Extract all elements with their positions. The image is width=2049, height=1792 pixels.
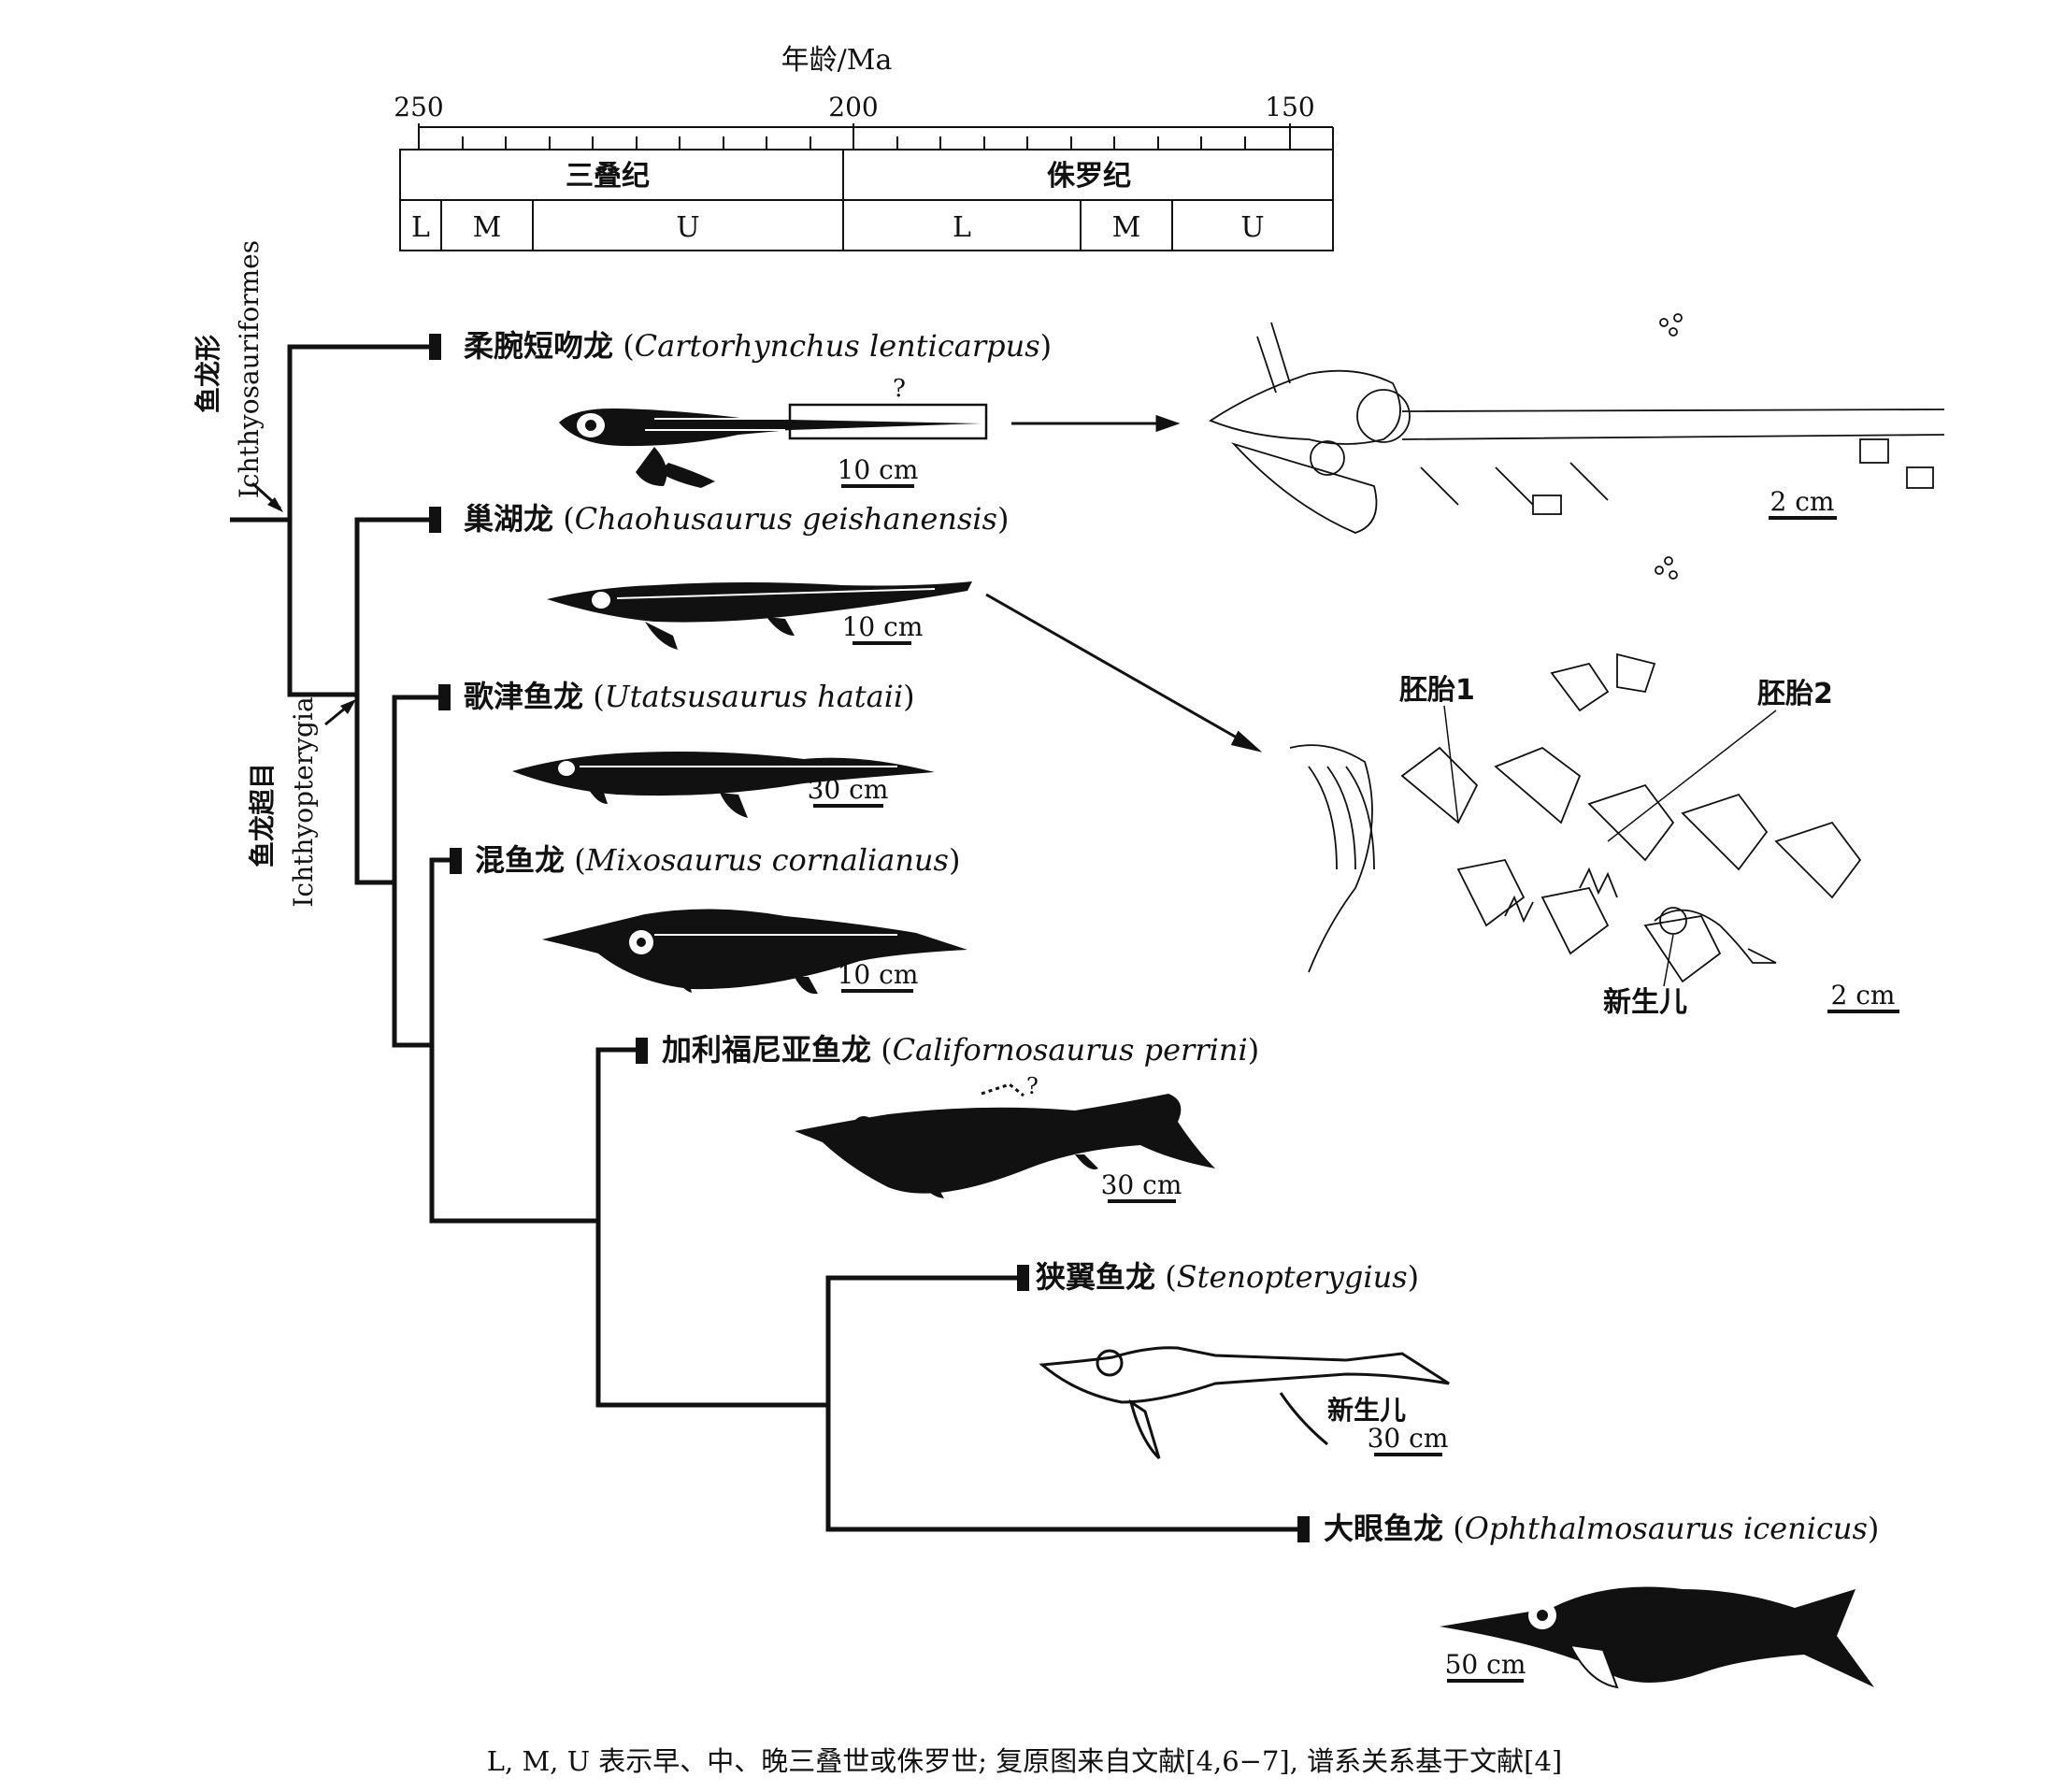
clade-label-ichthyopterygia: 鱼龙超目 Ichthyopterygia — [247, 696, 356, 908]
cladogram-branches — [230, 344, 1299, 1532]
taxon-cn: 加利福尼亚鱼龙 — [662, 1032, 871, 1068]
question-mark: ? — [893, 375, 906, 403]
taxon-cn: 歌津鱼龙 — [464, 679, 583, 714]
svg-text:混鱼龙 (Mixosaurus cornalianus): 混鱼龙 (Mixosaurus cornalianus) — [475, 842, 960, 878]
utatsusaurus-reconstruction: 30 cm — [512, 752, 935, 818]
epoch-triassic-middle: M — [473, 211, 502, 244]
scale-label: 10 cm — [842, 611, 924, 642]
mixosaurus-reconstruction: 10 cm — [542, 909, 967, 995]
cartorhynchus-fossil-inset — [1209, 313, 1945, 580]
uncertain-tail-box — [788, 403, 988, 440]
taxon-cn: 柔腕短吻龙 — [464, 328, 613, 364]
taxon-label-stenopterygius: 狭翼鱼龙 (Stenopterygius) — [1036, 1259, 1419, 1295]
tick-label-150: 150 — [1265, 92, 1314, 122]
newborn-label: 新生儿 — [1327, 1395, 1406, 1426]
taxon-cn: 大眼鱼龙 — [1324, 1511, 1443, 1546]
scale-label: 10 cm — [838, 454, 919, 485]
taxon-label-cartorhynchus: 柔腕短吻龙 (Cartorhynchus lenticarpus) — [464, 328, 1052, 364]
tick-label-250: 250 — [394, 92, 443, 122]
age-axis-title: 年龄/Ma — [781, 44, 893, 77]
californosaurus-reconstruction: ? 30 cm — [795, 1073, 1215, 1203]
svg-text:大眼鱼龙 (Ophthalmosaurus icenicus: 大眼鱼龙 (Ophthalmosaurus icenicus) — [1324, 1511, 1879, 1546]
scale-label: 10 cm — [838, 959, 919, 990]
taxon-sci: Ophthalmosaurus icenicus — [1465, 1511, 1868, 1546]
embryo2-label: 胚胎2 — [1757, 678, 1833, 710]
period-jurassic: 侏罗纪 — [1047, 160, 1131, 193]
taxon-sci: Stenopterygius — [1177, 1259, 1408, 1295]
clade-arrow-head — [340, 699, 356, 714]
clade-ichthyopterygia-en: Ichthyopterygia — [288, 696, 319, 907]
scale-label: 30 cm — [1368, 1423, 1449, 1454]
svg-text:柔腕短吻龙 (Cartorhynchus lenticar: 柔腕短吻龙 (Cartorhynchus lenticarpus) — [464, 328, 1052, 364]
epoch-triassic-lower: L — [411, 211, 430, 244]
clade-ichthyopterygia-cn: 鱼龙超目 — [247, 763, 278, 867]
epoch-triassic-upper: U — [676, 211, 699, 244]
stenopterygius-reconstruction: 新生儿 30 cm — [1039, 1346, 1450, 1460]
taxon-label-ophthalmosaurus: 大眼鱼龙 (Ophthalmosaurus icenicus) — [1324, 1511, 1879, 1546]
chaohusaurus-inset-labels: 胚胎1 胚胎2 新生儿 2 cm — [1399, 674, 1899, 1019]
taxon-sci: Chaohusaurus geishanensis — [575, 501, 997, 537]
svg-text:狭翼鱼龙 (Stenopterygius): 狭翼鱼龙 (Stenopterygius) — [1036, 1259, 1419, 1295]
taxon-sci: Cartorhynchus lenticarpus — [635, 328, 1040, 364]
question-mark: ? — [1026, 1073, 1039, 1099]
ophthalmosaurus-reconstruction: 50 cm — [1440, 1586, 1874, 1689]
taxon-label-chaohusaurus: 巢湖龙 (Chaohusaurus geishanensis) — [464, 501, 1009, 537]
chaohusaurus-fossil-inset — [1289, 652, 1862, 983]
taxon-cn: 巢湖龙 — [464, 501, 553, 537]
tick-label-200: 200 — [828, 92, 878, 122]
svg-text:歌津鱼龙 (Utatsusaurus hataii): 歌津鱼龙 (Utatsusaurus hataii) — [464, 679, 915, 714]
period-triassic: 三叠纪 — [566, 160, 650, 193]
taxon-sci: Utatsusaurus hataii — [605, 679, 904, 714]
scale-label: 2 cm — [1831, 980, 1896, 1011]
geologic-timescale: 年龄/Ma 250 200 150 — [394, 44, 1334, 251]
epoch-jurassic-lower: L — [953, 211, 971, 244]
timescale-table — [399, 149, 1334, 251]
epoch-jurassic-middle: M — [1112, 211, 1141, 244]
embryo1-label: 胚胎1 — [1399, 674, 1475, 707]
epoch-jurassic-upper: U — [1240, 211, 1264, 244]
clade-ichthyosauriformes-en: Ichthyosauriformes — [234, 240, 265, 498]
cartorhynchus-reconstruction: ? 10 cm — [559, 375, 988, 488]
scale-label: 30 cm — [1101, 1169, 1182, 1200]
taxon-label-mixosaurus: 混鱼龙 (Mixosaurus cornalianus) — [475, 842, 960, 878]
newborn-label: 新生儿 — [1603, 986, 1687, 1019]
taxon-label-californosaurus: 加利福尼亚鱼龙 (Californosaurus perrini) — [662, 1032, 1259, 1068]
taxon-cn: 狭翼鱼龙 — [1036, 1259, 1155, 1295]
taxon-label-utatsusaurus: 歌津鱼龙 (Utatsusaurus hataii) — [464, 679, 915, 714]
cartorhynchus-inset-scale: 2 cm — [1769, 486, 1837, 520]
chaohusaurus-reconstruction: 10 cm — [547, 581, 972, 650]
taxon-terminal-markers — [429, 334, 1310, 1542]
figure-caption: L, M, U 表示早、中、晚三叠世或侏罗世; 复原图来自文献[4,6−7], … — [487, 1745, 1563, 1777]
taxon-sci: Californosaurus perrini — [893, 1032, 1248, 1068]
svg-text:巢湖龙 (Chaohusaurus geishanensis: 巢湖龙 (Chaohusaurus geishanensis) — [464, 501, 1009, 537]
taxon-cn: 混鱼龙 — [475, 842, 565, 878]
clade-arrow-head — [267, 497, 283, 512]
scale-label: 50 cm — [1445, 1649, 1526, 1680]
age-axis-ticks — [418, 123, 1334, 150]
inset-arrows — [985, 414, 1263, 753]
scale-label: 2 cm — [1770, 486, 1835, 517]
scale-label: 30 cm — [808, 774, 889, 805]
clade-ichthyosauriformes-cn: 鱼龙形 — [193, 335, 223, 413]
taxon-sci: Mixosaurus cornalianus — [585, 842, 949, 878]
svg-text:加利福尼亚鱼龙 (Californosaurus perri: 加利福尼亚鱼龙 (Californosaurus perrini) — [662, 1032, 1259, 1068]
clade-label-ichthyosauriformes: 鱼龙形 Ichthyosauriformes — [193, 240, 283, 512]
